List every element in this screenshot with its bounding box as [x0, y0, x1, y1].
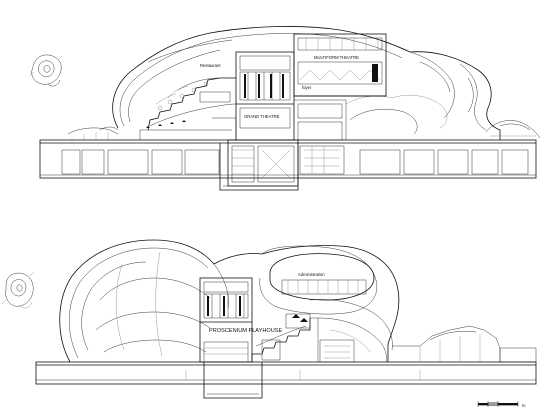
administration-block	[269, 253, 375, 301]
label-administration: Administration	[298, 272, 325, 277]
fly-tower-top	[227, 51, 299, 187]
site-plan-key-icon-bottom	[1, 271, 35, 309]
shell-bottom	[59, 239, 400, 363]
foundation-bottom	[35, 361, 537, 399]
scale-bar-label: m	[522, 403, 526, 408]
entrance-canopy-top	[67, 126, 119, 140]
playhouse-seating	[251, 313, 355, 363]
right-pavilion-top	[485, 120, 541, 139]
multiform-theatre-top	[293, 33, 387, 175]
label-multiform-theatre: MULTIFORM THEATRE	[314, 55, 359, 60]
section-bottom: Administration PROSCENIUM PLAYHOUSE	[1, 239, 537, 399]
label-grand-theatre: GRAND THEATRE	[244, 114, 280, 119]
fly-tower-bottom	[199, 277, 253, 363]
right-annex-bottom	[392, 325, 537, 363]
label-restaurant: Restaurant	[200, 63, 221, 68]
section-top: Restaurant MULTIFORM THEATRE GRAND THEAT…	[29, 26, 541, 191]
site-plan-key-icon-top	[29, 54, 63, 87]
foundation-top	[39, 139, 537, 191]
label-proscenium-playhouse: PROSCENIUM PLAYHOUSE	[209, 328, 283, 334]
shell-top	[112, 26, 501, 140]
label-foyer: foyer	[302, 85, 312, 90]
scale-bar-icon: m	[477, 401, 526, 408]
grand-theatre-seating	[139, 77, 237, 140]
